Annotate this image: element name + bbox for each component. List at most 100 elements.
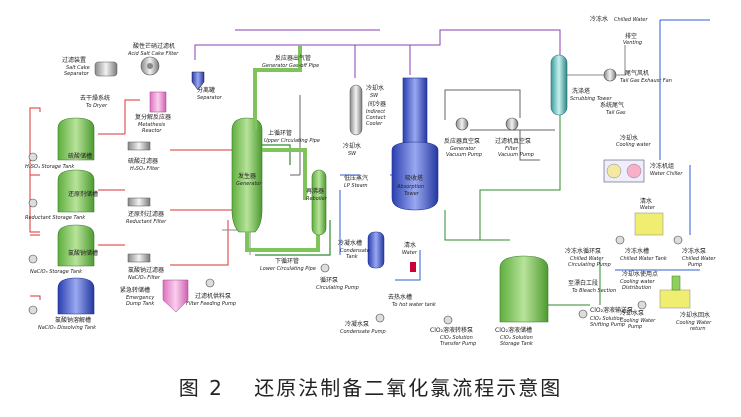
chilled-water-top-label-zh: 冷冻水 <box>590 15 608 23</box>
lower-pipe-label-zh: 下循环管 <box>275 257 299 265</box>
upper-circulating-pipe <box>262 148 307 200</box>
cw-pump-label-en2: Pump <box>628 324 642 330</box>
emergency-label-zh: 紧急转储槽 <box>120 286 150 294</box>
clo2-ship-pump-icon <box>578 309 588 319</box>
water-valve-icon <box>410 262 416 272</box>
bleach-label-zh: 至漂白工段 <box>568 279 598 287</box>
cw-sw-label-zh: 冷却水 <box>343 142 361 150</box>
generator-label-zh: 发生器 <box>238 172 256 180</box>
cw-dist-label-en2: Distribution <box>622 285 651 291</box>
circ-pump-label-en: Circulating Pump <box>316 285 359 291</box>
naclo3-dissolving-tank: 氯酸钠溶解槽 NaClO₃ Dissolving Tank <box>38 277 97 331</box>
condensate-tank-label-en2: Tank <box>346 254 359 260</box>
chiller-left-icon <box>606 163 622 179</box>
dissolving-pump-icon <box>28 305 38 315</box>
condensate-tank-label-en1: Condensate <box>340 248 370 254</box>
chilled-pump-label-zh: 冷冻水泵 <box>682 247 706 255</box>
clo2-transfer-label-en2: Transfer Pump <box>440 341 476 347</box>
chilled-pump-label-en1: Chilled Water <box>682 256 716 262</box>
chilled-water-pump: 冷冻水泵 Chilled Water Pump <box>673 235 716 268</box>
lower-circulating-pipe <box>245 232 320 252</box>
filter-vacuum-pump: 过滤机真空泵 Filter Vacuum Pump <box>495 117 534 158</box>
emergency-dump-tank: 紧急转储槽 Emergency Dump Tank <box>120 279 189 313</box>
acid-salt-cake-filter: 酸性芒硝过滤机 Acid Salt Cake Filter <box>127 42 179 76</box>
condensate-pump-label-en: Condensate Pump <box>340 329 386 335</box>
cooling-water2-label-en: Cooling water <box>616 142 652 148</box>
filter-vac-label-en2: Vacuum Pump <box>498 152 534 158</box>
filter-feed-label-en: Filter Feeding Pump <box>186 301 236 307</box>
clo2-storage-label-en2: Storage Tank <box>500 341 534 347</box>
chilled-circ-label-zh: 冷冻水循环泵 <box>565 247 601 255</box>
reductant-tank-label-en: Reductant Storage Tank <box>25 215 86 221</box>
scrubbing-label-en: Scrubbing Tower <box>570 96 612 102</box>
metathesis-label-zh: 复分解反应器 <box>135 113 171 121</box>
indirect-cooler-label-en2: Contact <box>366 115 386 121</box>
reboiler-label-zh: 再沸器 <box>306 187 324 195</box>
indirect-cooler-label-en3: Cooler <box>366 121 383 127</box>
tail-gas-label-zh: 系统尾气 <box>600 101 624 109</box>
h2so4-filter-label-zh: 硫酸过滤器 <box>128 157 158 165</box>
reductant-filter-label-zh: 还原剂过滤器 <box>128 210 164 218</box>
clo2-ship-label-en1: ClO₂ Solution <box>590 316 623 322</box>
hot-water: 去热水槽 To hot water tank <box>388 293 437 308</box>
cooling-water-pump: 冷却水泵 Cooling Water Pump <box>620 300 656 330</box>
metathesis-label-en1: Metathesis <box>138 122 166 128</box>
salt-cake-sep-label-en2: Separator <box>64 71 90 77</box>
generator-label-en: Generator <box>236 181 262 187</box>
naclo3-dissolving-label-zh: 氯酸钠溶解槽 <box>55 316 91 324</box>
reductant-filter: 还原剂过滤器 Reductant Filter <box>126 197 167 225</box>
salt-cake-sep-label-en1: Salt Cake <box>66 65 90 71</box>
h2so4-pump-icon <box>28 152 38 162</box>
acid-filter-label-en: Acid Salt Cake Filter <box>127 51 179 57</box>
chilled-water-tank: 清水 Water 冷冻水槽 Chilled Water Tank <box>620 197 668 262</box>
to-dryer-label-zh: 去干燥系统 <box>80 94 110 102</box>
filter-feed-label-zh: 过滤机供料泵 <box>195 292 231 300</box>
gen-vac-label-en2: Vacuum Pump <box>446 152 482 158</box>
cooling-water-label-en: SW <box>370 93 379 99</box>
absorption-label-en1: Absorption <box>396 184 424 190</box>
generator-vacuum-pump: 反应器真空泵 Generator Vacuum Pump <box>444 117 482 158</box>
tail-gas-label-en: Tail Gas <box>606 110 626 116</box>
h2so4-tank-label-zh: 硫酸储槽 <box>68 152 92 160</box>
bleach-label-en: To Bleach Section <box>572 288 616 294</box>
upper-pipe-label-en: Upper Circulating Pipe <box>264 138 320 144</box>
tail-gas-exhaust-fan: 排空 Venting 尾气风机 Tail Gas Exhaust Fan <box>567 32 672 84</box>
exhaust-fan-icon <box>603 68 617 82</box>
condensate-pump-icon <box>375 313 385 323</box>
water2-label-zh: 清水 <box>640 197 652 205</box>
cw-dist-label-en1: Cooling water <box>620 279 656 285</box>
chilled-circ-label-en2: Circulating Pump <box>568 262 611 268</box>
hot-water-label-en: To hot water tank <box>392 302 437 308</box>
absorption-tower: 吸收塔 Absorption Tower <box>391 77 439 211</box>
clo2-ship-label-en2: Shifting Pump <box>590 322 625 328</box>
filter-feed-pump-icon <box>205 278 215 288</box>
water-label-zh: 清水 <box>404 241 416 249</box>
filter-vac-label-zh: 过滤机真空泵 <box>495 137 531 145</box>
gen-gas-label-en: Generator Gas-off Pipe <box>262 63 319 69</box>
scrubbing-tower: 洗涤塔 Scrubbing Tower 系统尾气 Tail Gas <box>550 54 626 116</box>
generator-gas-pipe <box>253 45 302 130</box>
absorption-label-zh: 吸收塔 <box>405 174 423 182</box>
chilled-pump-label-en2: Pump <box>688 262 702 268</box>
clo2-transfer-pump: ClO₂溶液转移泵 ClO₂ Solution Transfer Pump <box>430 315 476 347</box>
clo2-shifting-pump: ClO₂溶液输送泵 ClO₂ Solution Shifting Pump <box>578 306 633 328</box>
separator-label-zh: 分离罐 <box>197 86 215 94</box>
separator-tank: 分离罐 Separator <box>191 71 223 101</box>
circ-pump-label-zh: 循环泵 <box>320 276 338 284</box>
water-inlet: 清水 Water <box>402 241 418 272</box>
condensate-tank: 冷凝水槽 Condensate Tank <box>338 231 385 269</box>
chiller-right-icon <box>626 163 642 179</box>
gen-vacuum-pump-icon <box>455 117 469 131</box>
metathesis-reactor: 复分解反应器 Metathesis Reactor <box>135 91 171 134</box>
clo2-transfer-label-en1: ClO₂ Solution <box>440 335 473 341</box>
condensate-pump: 冷凝水泵 Condensate Pump <box>340 313 386 335</box>
h2so4-tank-label-en: H₂SO₄ Storage Tank <box>25 164 75 170</box>
water-chiller-label-zh: 冷冻机组 <box>650 162 674 170</box>
cw-return-label-zh: 冷却水回水 <box>680 311 710 319</box>
reductant-pump-icon <box>28 198 38 208</box>
bleach-section: 至漂白工段 To Bleach Section <box>568 279 616 294</box>
tail-fan-label-zh: 尾气风机 <box>625 69 649 77</box>
indirect-contact-cooler: 冷却水 SW 间冷器 Indirect Contact Cooler 冷却水 S… <box>343 84 386 157</box>
water-chiller-label-en: Water Chiller <box>650 171 683 177</box>
